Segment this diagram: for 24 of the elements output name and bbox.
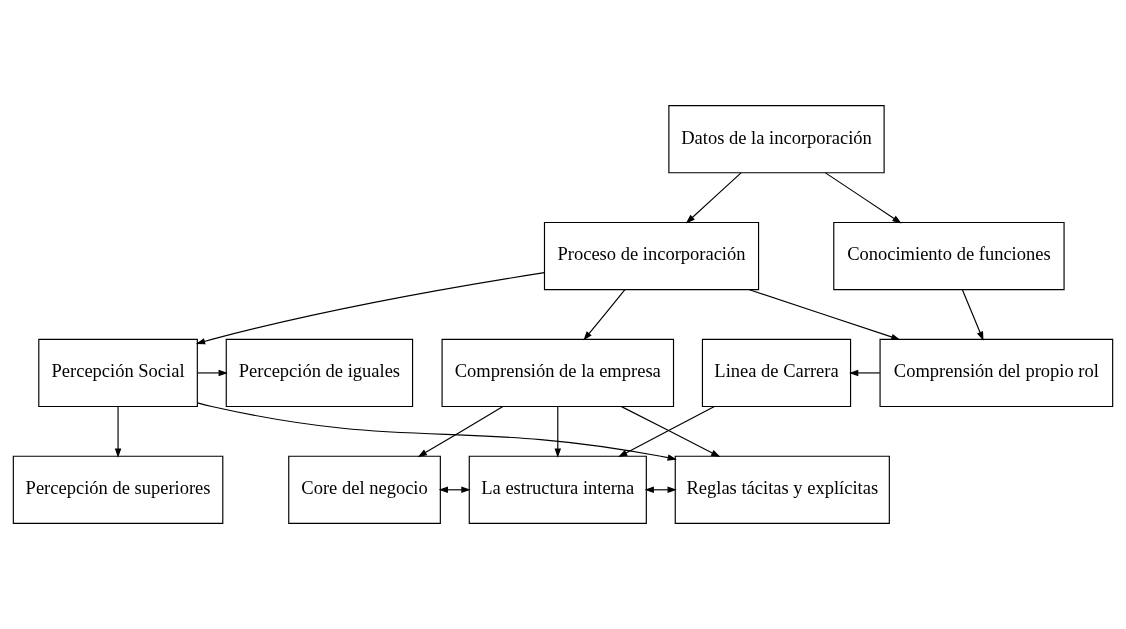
arrow xyxy=(554,406,562,458)
arrow xyxy=(748,289,901,341)
arrow xyxy=(417,406,504,458)
node-box: Percepción Social xyxy=(38,338,198,408)
arrow xyxy=(961,289,984,341)
node-box: Datos de la incorporación xyxy=(668,105,885,174)
node-box: Core del negocio xyxy=(288,455,441,524)
arrow xyxy=(114,406,122,458)
node-box: La estructura interna xyxy=(468,455,647,524)
node-box: Comprensión del propio rol xyxy=(879,338,1114,408)
node-box: Comprensión de la empresa xyxy=(441,338,675,408)
node-box: Proceso de incorporación xyxy=(543,221,760,291)
arrow xyxy=(583,289,626,341)
node-box: Conocimiento de funciones xyxy=(833,221,1065,291)
node-box: Reglas tácitas y explícitas xyxy=(674,455,890,524)
arrow xyxy=(685,172,742,224)
arrow xyxy=(196,369,228,377)
node-box: Linea de Carrera xyxy=(701,338,852,408)
arrow xyxy=(195,272,545,345)
node-box: Percepción de superiores xyxy=(12,455,224,524)
arrow xyxy=(824,172,902,224)
node-box: Percepción de iguales xyxy=(225,338,414,408)
arrow xyxy=(849,369,881,377)
arrow xyxy=(196,402,677,461)
